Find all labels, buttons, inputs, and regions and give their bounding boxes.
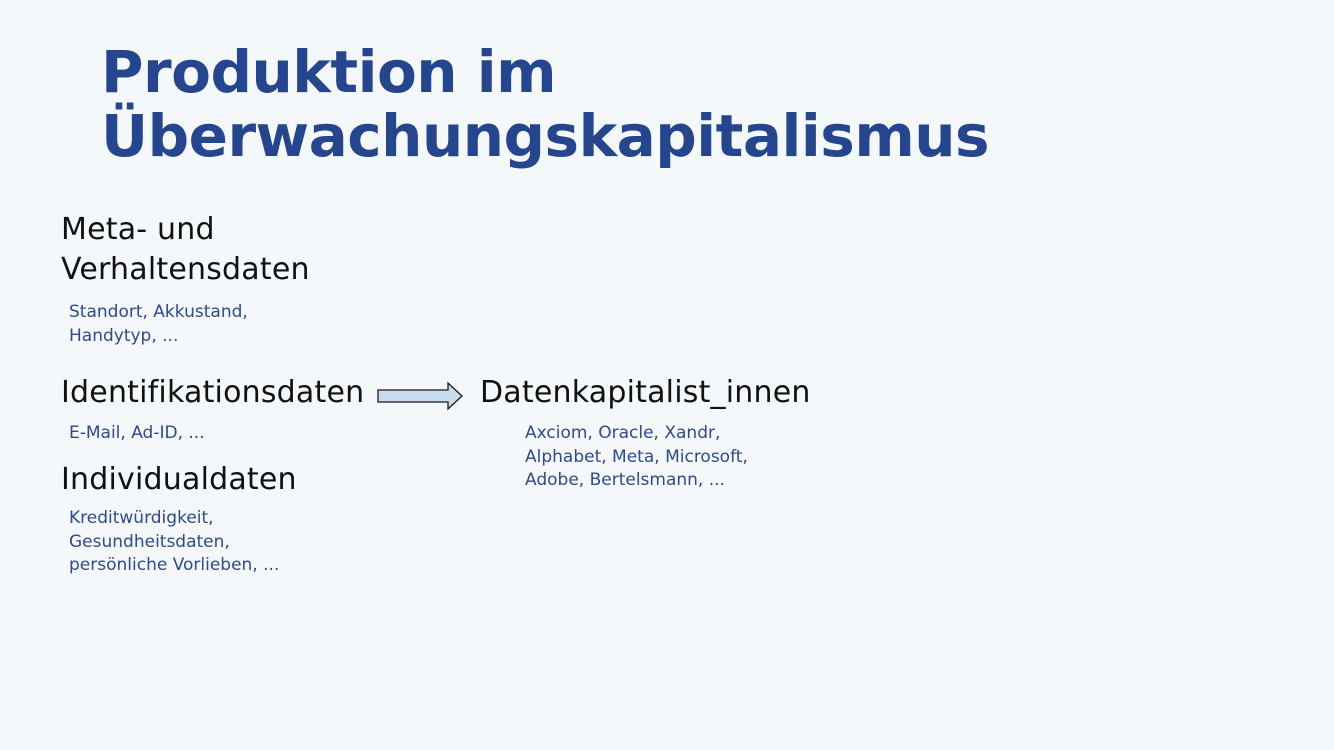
individual-data-examples-line-1: Kreditwürdigkeit,	[69, 508, 214, 528]
data-capitalists-heading: Datenkapitalist_innen	[480, 375, 811, 410]
right-arrow-icon	[377, 381, 463, 411]
meta-data-examples: Standort, Akkustand, Handytyp, ...	[69, 301, 248, 348]
data-capitalists-examples: Axciom, Oracle, Xandr, Alphabet, Meta, M…	[525, 422, 748, 493]
identification-data-heading: Identifikationsdaten	[61, 375, 365, 410]
meta-data-heading: Meta- und Verhaltensdaten	[61, 210, 310, 290]
data-capitalists-examples-line-2: Alphabet, Meta, Microsoft,	[525, 446, 748, 467]
meta-data-examples-line-2: Handytyp, ...	[69, 325, 179, 346]
individual-data-examples-line-3: persönliche Vorlieben, ...	[69, 555, 280, 575]
data-capitalists-examples-line-1: Axciom, Oracle, Xandr,	[525, 423, 721, 443]
identification-data-examples: E-Mail, Ad-ID, ...	[69, 423, 205, 443]
data-capitalists-examples-line-3: Adobe, Bertelsmann, ...	[525, 470, 725, 490]
individual-data-heading: Individualdaten	[61, 462, 297, 497]
meta-data-heading-line-1: Meta- und	[61, 212, 215, 247]
meta-data-heading-line-2: Verhaltensdaten	[61, 252, 310, 287]
page-title-line-2: Überwachungskapitalismus	[101, 102, 990, 170]
individual-data-examples-line-2: Gesundheitsdaten,	[69, 531, 230, 552]
individual-data-examples: Kreditwürdigkeit, Gesundheitsdaten, pers…	[69, 507, 279, 578]
meta-data-examples-line-1: Standort, Akkustand,	[69, 302, 248, 322]
page-title: Produktion im Überwachungskapitalismus	[101, 38, 990, 170]
page-title-line-1: Produktion im	[101, 38, 557, 106]
